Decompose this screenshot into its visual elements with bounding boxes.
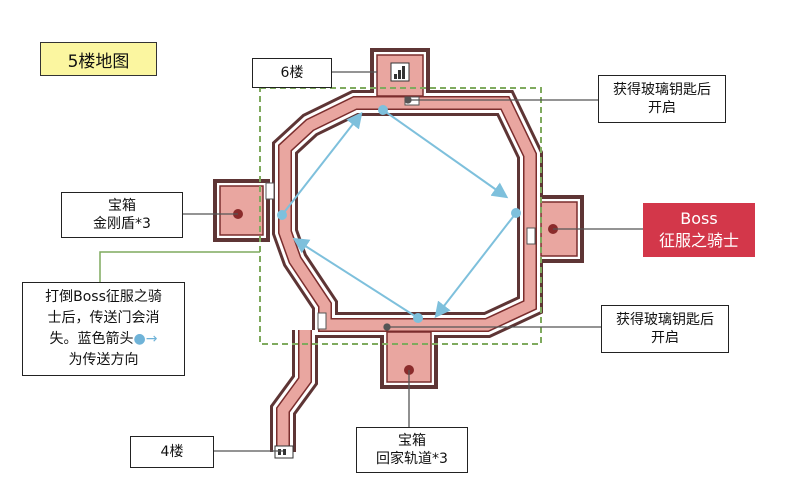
map-title: 5楼地图 bbox=[40, 42, 157, 76]
label-chest-bottom-line2: 回家轨道*3 bbox=[376, 451, 448, 467]
teleport-arrow-3 bbox=[434, 212, 517, 319]
teleport-note-line2: 士后，传送门会消 bbox=[47, 310, 160, 326]
teleport-arrow-icon: ●→ bbox=[133, 331, 158, 347]
label-chest-left: 宝箱 金刚盾*3 bbox=[61, 192, 183, 238]
label-boss-line2: 征服之骑士 bbox=[658, 231, 739, 250]
corridor-loop bbox=[279, 97, 536, 331]
teleport-note: 打倒Boss征服之骑 士后，传送门会消 失。蓝色箭头●→ 为传送方向 bbox=[22, 282, 185, 376]
label-floor6-text: 6楼 bbox=[280, 65, 304, 81]
teleport-note-line3: 失。蓝色箭头 bbox=[49, 331, 134, 347]
door-left bbox=[265, 182, 275, 200]
teleport-note-line1: 打倒Boss征服之骑 bbox=[45, 289, 162, 305]
teleport-arrow-4 bbox=[292, 237, 419, 319]
teleport-arrow-1 bbox=[281, 111, 363, 216]
corridor-stair bbox=[277, 330, 311, 452]
label-chest-left-line2: 金刚盾*3 bbox=[93, 216, 151, 232]
door-bottom-left bbox=[317, 312, 327, 330]
label-boss: Boss 征服之骑士 bbox=[643, 203, 755, 257]
label-floor4: 4楼 bbox=[130, 436, 214, 468]
label-chest-bottom: 宝箱 回家轨道*3 bbox=[356, 427, 468, 473]
stairs-down-icon bbox=[274, 445, 294, 459]
teleport-note-line4: 为传送方向 bbox=[68, 352, 139, 368]
label-glass-key-top: 获得玻璃钥匙后 开启 bbox=[598, 75, 726, 123]
door-right bbox=[526, 227, 536, 245]
dashed-area-frame bbox=[259, 87, 542, 345]
label-glass-key-top-line1: 获得玻璃钥匙后 bbox=[613, 82, 711, 98]
label-floor4-text: 4楼 bbox=[160, 444, 184, 460]
teleport-arrow-2 bbox=[382, 109, 509, 199]
stairs-up-icon bbox=[390, 62, 410, 82]
label-chest-bottom-line1: 宝箱 bbox=[398, 433, 426, 449]
label-glass-key-top-line2: 开启 bbox=[648, 100, 676, 116]
label-glass-key-bottom-line2: 开启 bbox=[651, 330, 679, 346]
label-floor6: 6楼 bbox=[252, 58, 332, 88]
label-glass-key-bottom-line1: 获得玻璃钥匙后 bbox=[616, 312, 714, 328]
label-glass-key-bottom: 获得玻璃钥匙后 开启 bbox=[601, 305, 729, 353]
label-chest-left-line1: 宝箱 bbox=[108, 198, 136, 214]
label-boss-line1: Boss bbox=[680, 209, 718, 228]
